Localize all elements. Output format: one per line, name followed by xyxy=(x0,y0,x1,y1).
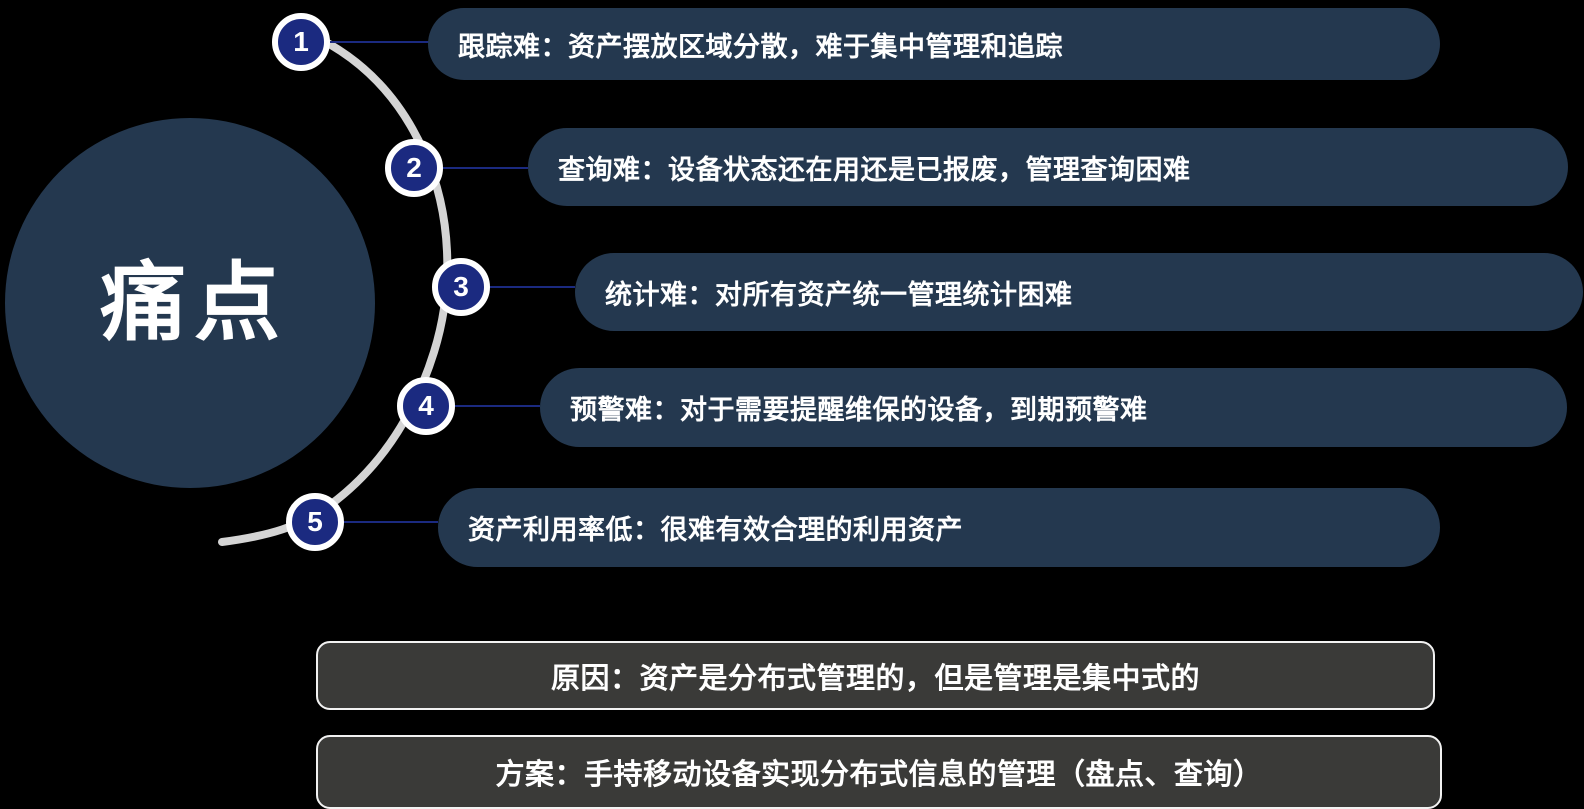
pain-point-text-4: 预警难：对于需要提醒维保的设备，到期预警难 xyxy=(570,395,1148,425)
step-number-badge-4[interactable]: 4 xyxy=(397,377,455,435)
step-number-label-4: 4 xyxy=(418,390,434,421)
hub-circle: 痛点 xyxy=(5,118,375,488)
pain-point-card-3[interactable]: 统计难：对所有资产统一管理统计困难 xyxy=(575,253,1583,331)
connector-line-1 xyxy=(330,41,430,43)
pain-point-card-4[interactable]: 预警难：对于需要提醒维保的设备，到期预警难 xyxy=(540,368,1567,447)
step-number-label-3: 3 xyxy=(453,271,469,302)
step-number-label-5: 5 xyxy=(307,506,323,537)
summary-text-cause: 原因：资产是分布式管理的，但是管理是集中式的 xyxy=(550,662,1200,695)
step-number-badge-3[interactable]: 3 xyxy=(432,258,490,316)
step-number-badge-5[interactable]: 5 xyxy=(286,493,344,551)
hub-label: 痛点 xyxy=(100,255,288,351)
pain-point-text-3: 统计难：对所有资产统一管理统计困难 xyxy=(605,279,1073,310)
pain-point-card-1[interactable]: 跟踪难：资产摆放区域分散，难于集中管理和追踪 xyxy=(428,8,1440,80)
connector-line-4 xyxy=(455,405,540,407)
pain-point-text-1: 跟踪难：资产摆放区域分散，难于集中管理和追踪 xyxy=(458,31,1063,62)
step-number-label-2: 2 xyxy=(406,152,422,183)
connector-line-5 xyxy=(344,521,438,523)
step-number-label-1: 1 xyxy=(293,26,309,57)
pain-point-text-2: 查询难：设备状态还在用还是已报废，管理查询困难 xyxy=(558,154,1191,185)
pain-point-card-5[interactable]: 资产利用率低：很难有效合理的利用资产 xyxy=(438,488,1440,567)
step-number-badge-2[interactable]: 2 xyxy=(385,139,443,197)
pain-point-text-5: 资产利用率低：很难有效合理的利用资产 xyxy=(468,515,963,545)
step-number-badge-1[interactable]: 1 xyxy=(272,13,330,71)
connector-line-2 xyxy=(443,167,528,169)
pain-point-card-2[interactable]: 查询难：设备状态还在用还是已报废，管理查询困难 xyxy=(528,128,1568,206)
summary-box-cause[interactable]: 原因：资产是分布式管理的，但是管理是集中式的 xyxy=(316,641,1435,710)
connector-line-3 xyxy=(490,286,575,288)
summary-box-solution[interactable]: 方案：手持移动设备实现分布式信息的管理（盘点、查询） xyxy=(316,735,1442,809)
summary-text-solution: 方案：手持移动设备实现分布式信息的管理（盘点、查询） xyxy=(495,759,1263,791)
